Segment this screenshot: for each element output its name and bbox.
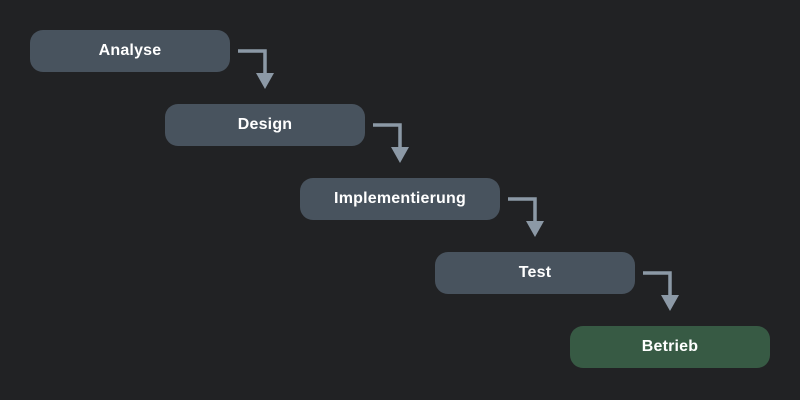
flow-arrow-implementierung-to-test	[508, 197, 544, 237]
stage-label-implementierung: Implementierung	[334, 190, 466, 207]
stage-box-implementierung: Implementierung	[300, 178, 500, 220]
stage-box-design: Design	[165, 104, 365, 146]
stage-label-analyse: Analyse	[98, 42, 162, 59]
stage-label-test: Test	[518, 264, 552, 281]
flow-arrow-analyse-to-design	[238, 49, 274, 89]
stage-label-design: Design	[237, 116, 293, 133]
flow-arrow-design-to-implementierung	[373, 123, 409, 163]
stage-box-test: Test	[435, 252, 635, 294]
stage-box-betrieb: Betrieb	[570, 326, 770, 368]
flow-arrow-test-to-betrieb	[643, 271, 679, 311]
stage-label-betrieb: Betrieb	[641, 338, 699, 355]
stage-box-analyse: Analyse	[30, 30, 230, 72]
